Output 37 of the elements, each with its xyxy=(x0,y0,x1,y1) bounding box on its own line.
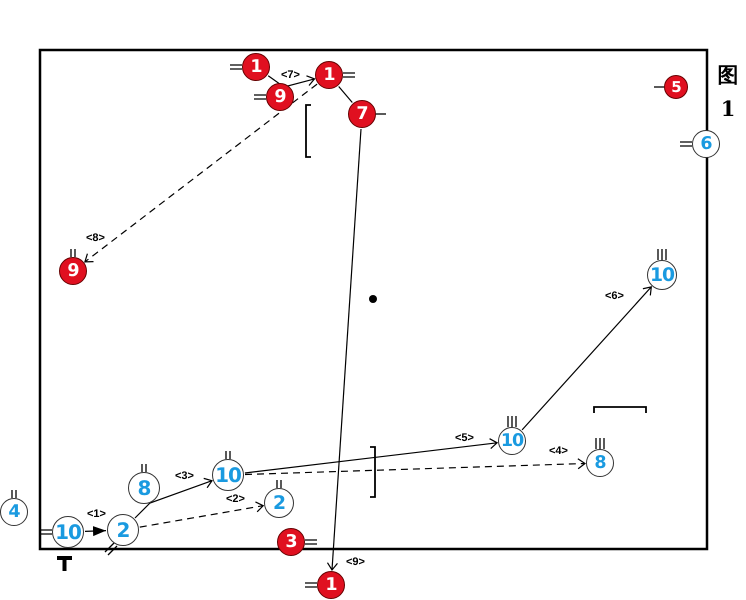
player-marker: 7 xyxy=(348,100,376,128)
figure-title: 图 1 xyxy=(716,61,740,123)
arrow xyxy=(244,438,498,474)
player-marker: 9 xyxy=(59,257,87,285)
player-marker: 10 xyxy=(647,260,677,290)
player-marker: 6 xyxy=(692,130,720,158)
edge-label: <8> xyxy=(85,232,106,244)
player-marker: 3 xyxy=(277,528,305,556)
arrow xyxy=(84,526,106,536)
player-marker: 10 xyxy=(212,459,244,491)
edge-label: <1> xyxy=(86,508,107,520)
arrow xyxy=(244,458,586,476)
edge-label: <7> xyxy=(280,69,301,81)
player-marker: 2 xyxy=(264,488,294,518)
player-marker: 1 xyxy=(315,61,343,89)
edge-label: <2> xyxy=(225,493,246,505)
arrow xyxy=(134,478,213,518)
player-marker: 8 xyxy=(586,449,614,477)
player-marker: 9 xyxy=(266,83,294,111)
player-marker: 2 xyxy=(107,514,139,546)
arrow xyxy=(84,84,318,262)
player-marker: 1 xyxy=(317,571,345,599)
arrow xyxy=(326,128,362,571)
line xyxy=(338,86,353,103)
arrow xyxy=(522,286,652,430)
edge-label: <3> xyxy=(174,470,195,482)
player-marker: 10 xyxy=(498,427,526,455)
edge-label: <9> xyxy=(345,556,366,568)
arrow xyxy=(140,501,264,528)
edge-label: <4> xyxy=(548,445,569,457)
player-marker: 5 xyxy=(664,75,688,99)
edge-label: <6> xyxy=(604,290,625,302)
player-marker: 8 xyxy=(128,472,160,504)
player-marker: 10 xyxy=(52,516,84,548)
edge-label: <5> xyxy=(454,432,475,444)
player-marker: 4 xyxy=(0,498,28,526)
player-marker: 1 xyxy=(242,53,270,81)
